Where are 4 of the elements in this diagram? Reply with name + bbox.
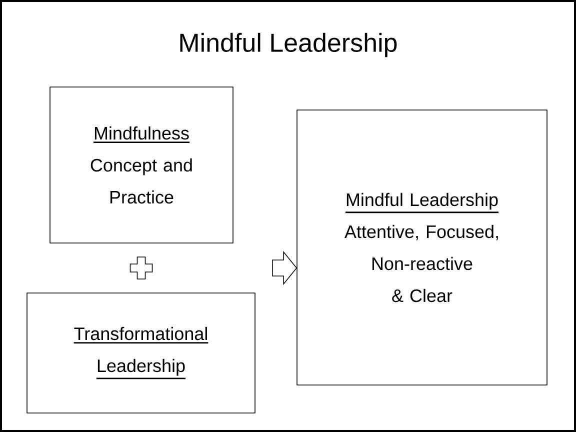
title: Mindful Leadership [180, 32, 397, 58]
text-box: Mindfulness Concept and Practice [50, 86, 234, 244]
text-box: Mindful Leadership Attentive, Focused, Non-reactive & Clear [296, 110, 548, 386]
text-box: Transformational Leadership [26, 292, 256, 414]
